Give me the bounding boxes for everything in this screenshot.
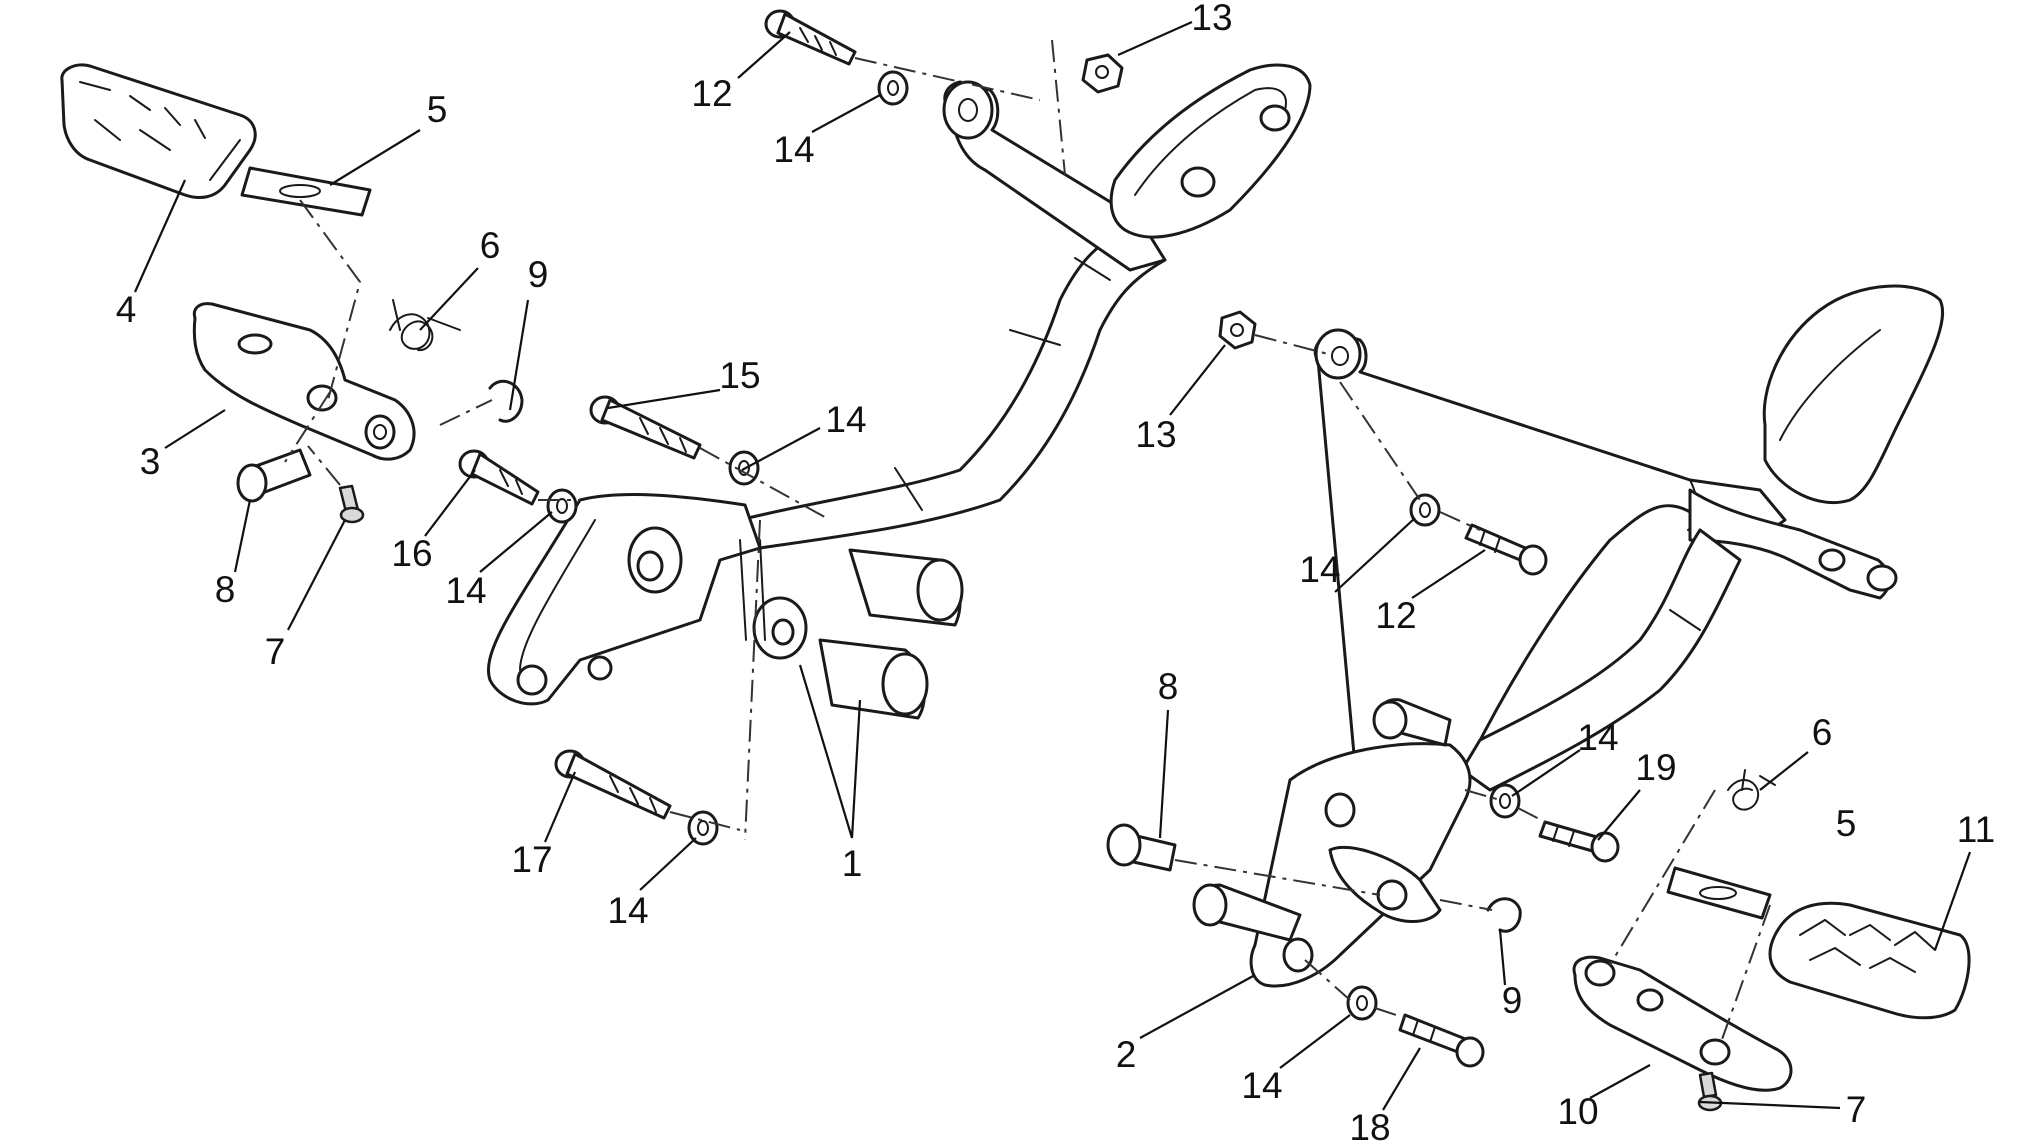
callout-c14b: 14 — [825, 399, 866, 440]
callout-c9b: 9 — [1502, 980, 1523, 1021]
washer-14-left — [546, 488, 578, 524]
washer-14-lower — [687, 810, 719, 846]
callout-c8a: 8 — [215, 569, 236, 610]
callout-c14g: 14 — [1241, 1065, 1282, 1106]
left-circlip — [488, 379, 524, 423]
bolt-15 — [589, 395, 702, 460]
callout-c12b: 12 — [1375, 595, 1416, 636]
callout-c1: 1 — [842, 843, 863, 884]
callout-c10: 10 — [1557, 1091, 1598, 1132]
callout-c14a: 14 — [773, 129, 814, 170]
callout-c6b: 6 — [1812, 712, 1833, 753]
callout-c12a: 12 — [691, 73, 732, 114]
right-footpeg-bracket — [1572, 955, 1793, 1092]
leader-lines — [133, 20, 1972, 1111]
nut-13-right — [1218, 310, 1257, 350]
callout-c19: 19 — [1635, 747, 1676, 788]
bolt-19 — [1538, 820, 1620, 863]
left-screw-7 — [338, 484, 365, 524]
bolt-12-top — [764, 9, 857, 66]
right-footpeg-rubber — [1768, 901, 1971, 1020]
right-circlip — [1486, 897, 1522, 933]
callout-labels: 1234556677889910111212131314141414141414… — [116, 0, 1996, 1142]
bolt-18 — [1398, 1013, 1485, 1068]
nut-13-top — [1081, 53, 1124, 94]
callout-c4: 4 — [116, 289, 137, 330]
center-hanger-bracket — [487, 228, 1167, 720]
callout-c14e: 14 — [1299, 549, 1340, 590]
right-spring — [1727, 769, 1776, 811]
right-screw-7 — [1697, 1071, 1723, 1112]
left-spring — [389, 299, 461, 352]
bolt-17 — [554, 749, 672, 820]
callout-c2: 2 — [1116, 1034, 1137, 1075]
callout-c9a: 9 — [528, 254, 549, 295]
callout-c7a: 7 — [265, 631, 286, 672]
right-hanger-bracket — [1192, 284, 1945, 988]
washer-14-right-lower — [1346, 985, 1378, 1021]
callout-c6a: 6 — [480, 225, 501, 266]
callout-c8b: 8 — [1158, 666, 1179, 707]
left-footpeg-rubber — [60, 63, 257, 199]
right-pin — [1106, 823, 1177, 872]
washer-14-right-upper — [1409, 493, 1441, 527]
callout-c7b: 7 — [1846, 1089, 1867, 1130]
callout-c16: 16 — [391, 533, 432, 574]
callout-c14c: 14 — [445, 570, 486, 611]
bolt-12-right — [1464, 523, 1548, 576]
washer-14-right-mid — [1489, 783, 1521, 819]
callout-c13b: 13 — [1135, 414, 1176, 455]
right-footpeg-plate — [1666, 866, 1772, 920]
assembly-center-lines — [284, 39, 1771, 1046]
callout-c17: 17 — [511, 839, 552, 880]
left-footpeg-plate — [240, 166, 372, 217]
bolt-16 — [458, 449, 540, 506]
callout-c14d: 14 — [607, 890, 648, 931]
callout-c14f: 14 — [1577, 717, 1618, 758]
callout-c15: 15 — [719, 355, 760, 396]
callout-c18: 18 — [1349, 1107, 1390, 1142]
callout-c3: 3 — [140, 441, 161, 482]
washer-14-top — [877, 70, 909, 106]
callout-c11: 11 — [1957, 809, 1995, 850]
callout-c13a: 13 — [1191, 0, 1232, 38]
upper-rear-footpeg — [942, 63, 1312, 272]
left-pin — [236, 448, 312, 503]
callout-c5b: 5 — [1836, 803, 1857, 844]
callout-c5a: 5 — [427, 89, 448, 130]
left-footpeg-bracket — [192, 302, 416, 461]
